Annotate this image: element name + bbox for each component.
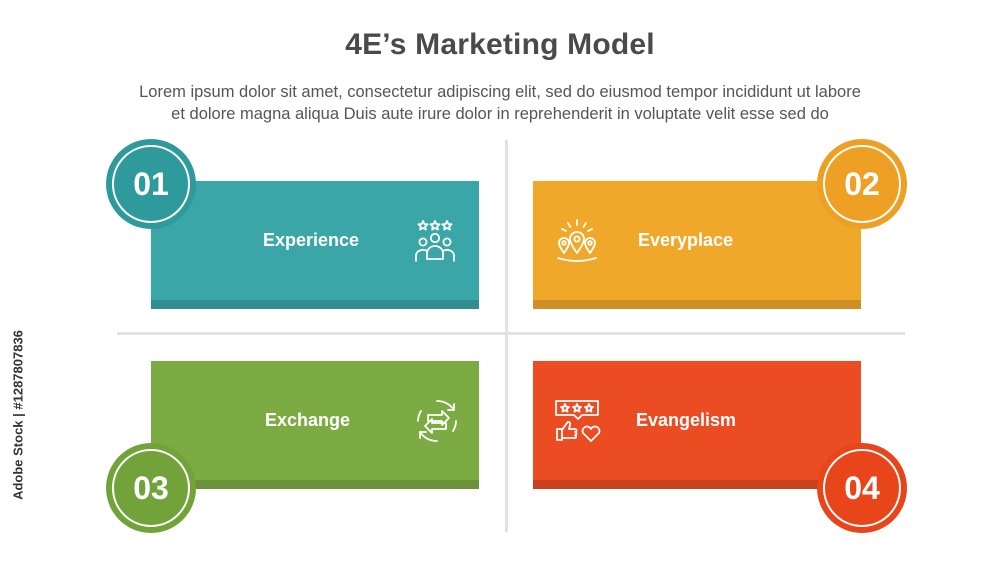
- group-stars-icon: [411, 217, 459, 265]
- horizontal-divider: [117, 332, 905, 335]
- card-label-everyplace: Everyplace: [638, 230, 734, 250]
- page-title: 4E’s Marketing Model: [345, 28, 655, 61]
- subtitle-line-1: Lorem ipsum dolor sit amet, consectetur …: [139, 83, 861, 101]
- card-exchange: Exchange: [151, 361, 479, 489]
- card-everyplace: Everyplace: [533, 181, 861, 309]
- card-shadow-band: [533, 480, 861, 489]
- badge-number-01: 01: [112, 145, 190, 223]
- page-subtitle: Lorem ipsum dolor sit amet, consectetur …: [60, 81, 940, 125]
- badge-01: 01: [106, 139, 196, 229]
- card-label-experience: Experience: [263, 230, 360, 250]
- card-evangelism: Evangelism: [533, 361, 861, 489]
- subtitle-line-2: et dolore magna aliqua Duis aute irure d…: [171, 105, 829, 123]
- badge-number-03: 03: [112, 449, 190, 527]
- stock-watermark: Adobe Stock | #1287807836: [8, 320, 28, 510]
- badge-number-04: 04: [823, 449, 901, 527]
- map-pins-icon: [553, 217, 601, 265]
- watermark-text: Adobe Stock | #1287807836: [10, 330, 26, 500]
- card-shadow-band: [151, 300, 479, 309]
- badge-04: 04: [817, 443, 907, 533]
- badge-03: 03: [106, 443, 196, 533]
- card-shadow-band: [533, 300, 861, 309]
- exchange-arrows-icon: [413, 397, 461, 445]
- rating-like-heart-icon: [553, 397, 601, 445]
- card-label-evangelism: Evangelism: [636, 410, 737, 430]
- card-experience: Experience: [151, 181, 479, 309]
- badge-02: 02: [817, 139, 907, 229]
- card-label-exchange: Exchange: [265, 410, 351, 430]
- card-shadow-band: [151, 480, 479, 489]
- vertical-divider: [505, 140, 508, 532]
- badge-number-02: 02: [823, 145, 901, 223]
